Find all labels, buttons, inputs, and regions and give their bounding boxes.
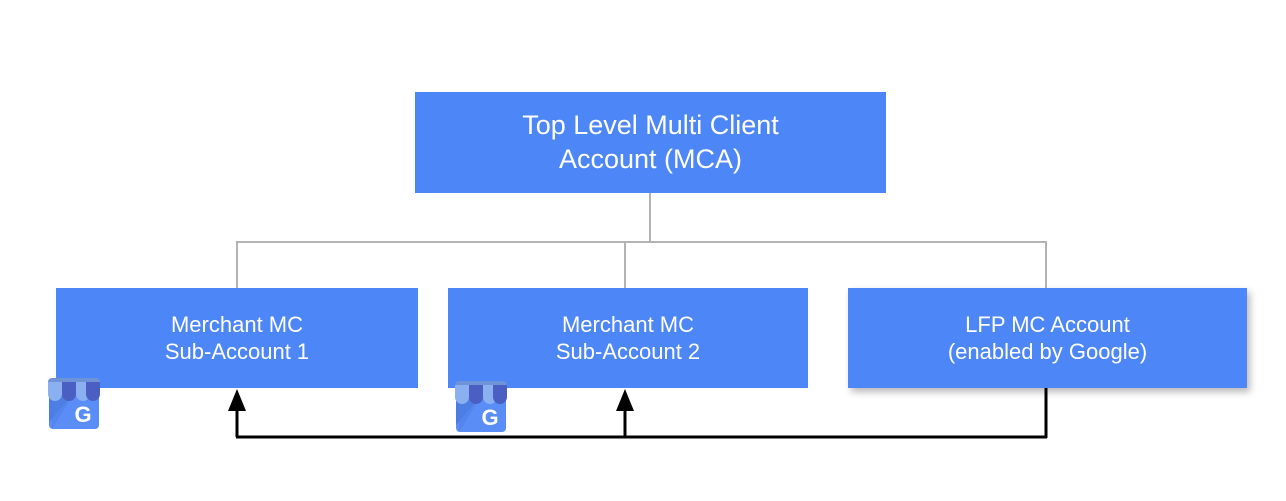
node-merchant-sub-account-2[interactable]: Merchant MC Sub-Account 2 xyxy=(448,288,808,388)
gmb-awning xyxy=(455,381,507,404)
node-lfp-mc-account-line2: (enabled by Google) xyxy=(947,339,1148,364)
gmb-g-letter: G xyxy=(74,402,91,427)
google-my-business-icon: G xyxy=(455,381,507,432)
node-merchant-sub-account-2-line2: Sub-Account 2 xyxy=(555,339,701,364)
gmb-g-letter: G xyxy=(481,405,498,430)
feed-arrowhead-sub1 xyxy=(228,389,246,411)
tree-connectors xyxy=(236,193,1047,289)
google-my-business-icon: G xyxy=(48,378,100,429)
node-lfp-mc-account[interactable]: LFP MC Account (enabled by Google) xyxy=(848,288,1247,388)
node-merchant-sub-account-1-line2: Sub-Account 1 xyxy=(164,339,310,364)
gmb-awning xyxy=(48,378,100,401)
feed-connectors xyxy=(235,388,1048,439)
feed-arrowhead-sub2 xyxy=(616,389,634,411)
node-top-level-mca[interactable]: Top Level Multi Client Account (MCA) xyxy=(415,92,886,193)
node-lfp-mc-account-line1: LFP MC Account xyxy=(965,311,1130,337)
node-merchant-sub-account-2-line1: Merchant MC xyxy=(561,311,695,337)
node-top-level-mca-line1: Top Level Multi Client xyxy=(522,110,779,141)
node-merchant-sub-account-1[interactable]: Merchant MC Sub-Account 1 xyxy=(56,288,418,388)
node-merchant-sub-account-1-line1: Merchant MC xyxy=(170,311,304,337)
node-top-level-mca-line2: Account (MCA) xyxy=(558,143,743,174)
